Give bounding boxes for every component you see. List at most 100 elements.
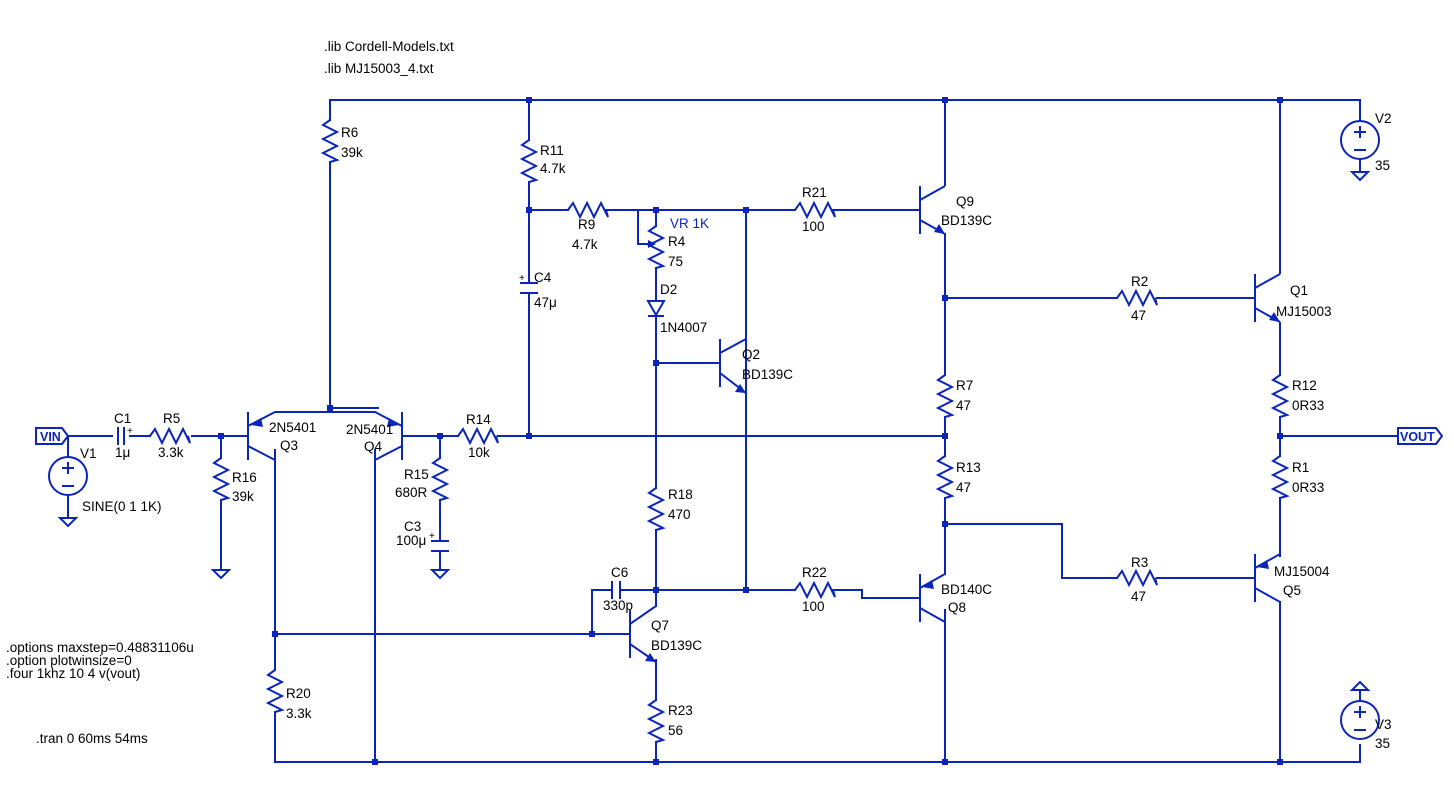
negative-rail <box>274 744 1361 763</box>
transistor-q7[interactable] <box>629 605 657 663</box>
r5-label: R5 <box>163 411 180 426</box>
r14-label: R14 <box>466 412 491 427</box>
resistor-r5[interactable] <box>149 426 191 446</box>
r4-note: VR 1K <box>670 216 709 231</box>
vin-flag <box>35 427 70 445</box>
directive-tran[interactable]: .tran 0 60ms 54ms <box>36 731 148 746</box>
transistor-q9[interactable] <box>919 185 946 235</box>
resistor-r4[interactable] <box>646 225 666 269</box>
r9-label: R9 <box>578 217 595 232</box>
resistor-r18[interactable] <box>646 487 666 531</box>
r4-label: R4 <box>668 234 686 249</box>
c1-label: C1 <box>114 411 131 426</box>
ground-icon <box>210 569 232 580</box>
q9-emitter-arrow <box>934 224 945 234</box>
c4-label: C4 <box>534 270 552 285</box>
diode-d2[interactable] <box>646 300 666 318</box>
junction <box>589 631 595 637</box>
vout-net-label[interactable]: VOUT <box>1397 427 1444 445</box>
r14-value: 10k <box>468 445 490 460</box>
transistor-q1[interactable] <box>1254 273 1281 323</box>
junction <box>218 433 224 439</box>
r4-value: 75 <box>668 254 683 269</box>
directive-options-maxstep[interactable]: .options maxstep=0.48831106u <box>6 640 194 655</box>
junctions <box>218 97 1283 765</box>
q4-emitter-arrow <box>387 418 399 427</box>
transistor-q3[interactable] <box>247 411 330 462</box>
junction <box>1277 759 1283 765</box>
resistor-r21[interactable] <box>794 200 836 220</box>
directive-four[interactable]: .four 1khz 10 4 v(vout) <box>6 666 140 681</box>
q2-emitter-arrow <box>735 384 746 393</box>
resistor-r13[interactable] <box>935 455 955 499</box>
r21-value: 100 <box>802 219 825 234</box>
c4-value: 47μ <box>534 295 557 310</box>
r15-label: R15 <box>404 467 429 482</box>
q9-value: BD139C <box>941 213 992 228</box>
junction <box>272 631 278 637</box>
transistor-q4[interactable] <box>330 411 403 462</box>
transistor-q8[interactable] <box>919 559 946 623</box>
capacitor-c6[interactable] <box>611 581 621 599</box>
transistor-q2[interactable] <box>719 319 747 394</box>
directive-lib-mj15003[interactable]: .lib MJ15003_4.txt <box>324 61 434 76</box>
q5-value: MJ15004 <box>1274 564 1330 579</box>
r3-label: R3 <box>1131 555 1148 570</box>
resistor-r12[interactable] <box>1270 374 1290 418</box>
r9-value: 4.7k <box>572 237 598 252</box>
q5-label: Q5 <box>1283 583 1301 598</box>
resistor-r15[interactable] <box>430 457 450 501</box>
directive-lib-cordell[interactable]: .lib Cordell-Models.txt <box>324 39 454 54</box>
resistor-r22[interactable] <box>794 580 836 600</box>
directive-option-plotwinsize[interactable]: .option plotwinsize=0 <box>6 653 132 668</box>
c1-polarity-mark: + <box>127 426 133 437</box>
ground-icon <box>1349 159 1371 182</box>
capacitor-c3[interactable] <box>431 540 449 552</box>
wire-r3 <box>944 523 1256 579</box>
r2-value: 47 <box>1131 308 1146 323</box>
vin-net-label[interactable]: VIN <box>35 427 70 445</box>
q7-emitter-arrow <box>645 653 656 662</box>
q8-value: BD140C <box>941 582 992 597</box>
r7-label: R7 <box>956 378 973 393</box>
voltage-sources <box>48 120 1380 740</box>
capacitor-c1[interactable] <box>117 427 125 445</box>
transistor-q5[interactable] <box>1254 553 1281 609</box>
resistor-r14[interactable] <box>457 426 499 446</box>
capacitor-c4[interactable] <box>520 282 538 294</box>
vin-label: VIN <box>40 430 61 444</box>
r6-label: R6 <box>341 125 358 140</box>
resistor-r6[interactable] <box>320 119 340 163</box>
c1-value: 1μ <box>115 445 130 460</box>
resistor-r2[interactable] <box>1116 288 1158 308</box>
voltage-source-v3[interactable] <box>1340 680 1380 740</box>
resistor-r16[interactable] <box>211 457 231 501</box>
resistor-r3[interactable] <box>1116 568 1158 588</box>
resistor-r7[interactable] <box>935 374 955 418</box>
r11-label: R11 <box>540 143 564 158</box>
junction <box>942 433 948 439</box>
resistor-r20[interactable] <box>265 669 285 713</box>
junction <box>743 587 749 593</box>
r11-value: 4.7k <box>540 161 566 176</box>
v2-polarity <box>1354 126 1366 151</box>
wire-c6 <box>591 589 747 635</box>
junction <box>743 207 749 213</box>
resistor-r9[interactable] <box>567 200 609 220</box>
q3-emitter-arrow <box>251 418 263 427</box>
v1-body <box>48 456 88 496</box>
junction <box>526 433 532 439</box>
c6-label: C6 <box>611 565 628 580</box>
v3-polarity <box>1354 706 1366 731</box>
voltage-source-v2[interactable] <box>1340 120 1380 182</box>
v1-polarity <box>62 462 74 487</box>
junction <box>1277 433 1283 439</box>
voltage-source-v1[interactable] <box>48 456 88 496</box>
c6-value: 330p <box>603 598 633 613</box>
r13-label: R13 <box>956 460 981 475</box>
resistor-r23[interactable] <box>646 699 666 743</box>
junction <box>327 405 333 411</box>
resistor-r11[interactable] <box>519 139 539 183</box>
resistor-r1[interactable] <box>1270 455 1290 499</box>
